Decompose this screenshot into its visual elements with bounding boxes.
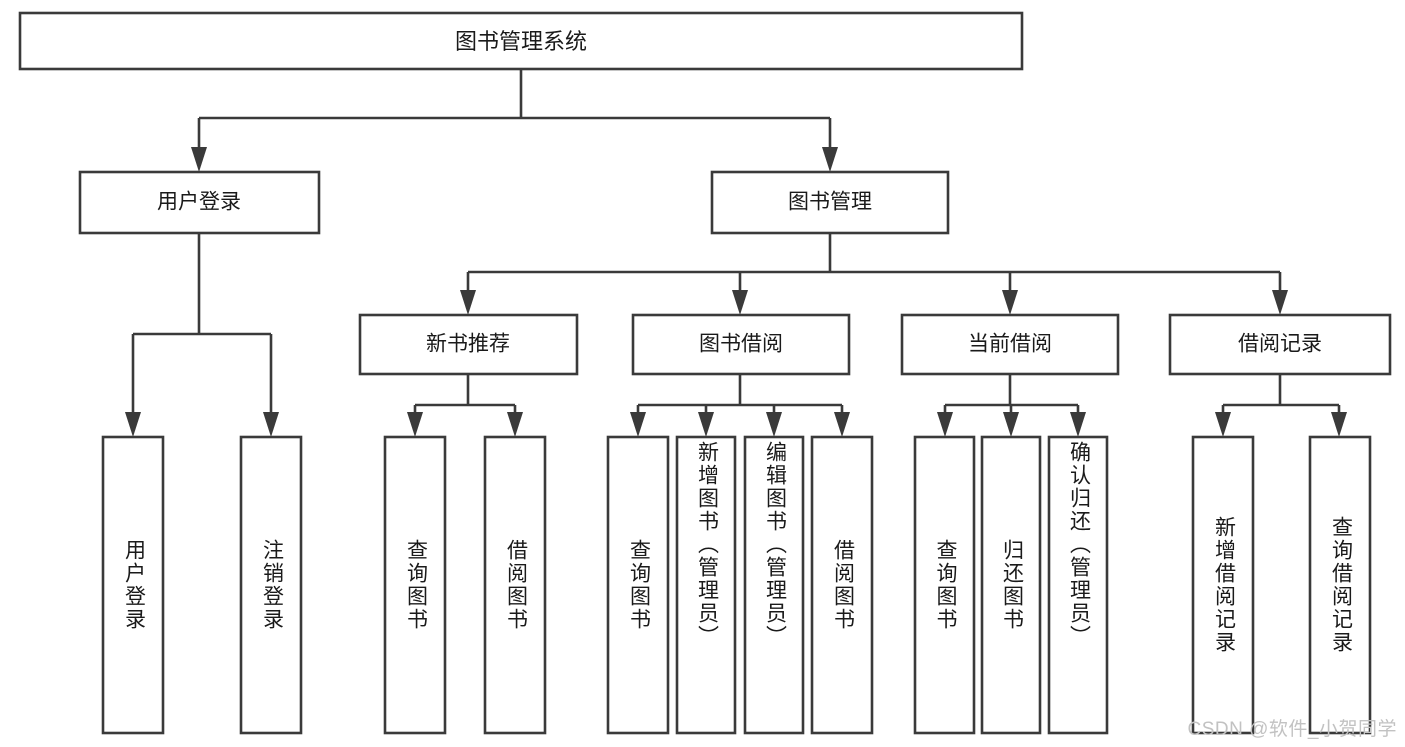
arrow-head-leaf-edit-book <box>766 412 782 437</box>
node-leaf-query-book-1-box[interactable] <box>383 435 447 735</box>
node-new-book-recommend-box[interactable] <box>358 313 579 376</box>
node-book-management-label: 图书管理 <box>788 191 872 214</box>
connector-group-borrow-record <box>1215 374 1347 437</box>
node-root-label: 图书管理系统 <box>455 29 587 54</box>
arrow-head-leaf-user-logout <box>263 412 279 437</box>
arrow-head-leaf-return-book <box>1003 412 1019 437</box>
connector-group-book-borrow <box>630 374 850 437</box>
node-borrow-record-box[interactable] <box>1168 313 1392 376</box>
arrow-head-new-book-recommend <box>460 290 476 315</box>
node-book-borrow[interactable]: 图书借阅 <box>631 313 851 376</box>
node-current-borrow-box[interactable] <box>900 313 1120 376</box>
node-current-borrow-label: 当前借阅 <box>968 333 1052 356</box>
node-leaf-confirm-return-box[interactable] <box>1047 435 1109 735</box>
connector-group-current-borrow <box>937 374 1086 437</box>
node-book-management[interactable]: 图书管理 <box>710 170 950 235</box>
node-leaf-user-logout-box[interactable] <box>239 435 303 735</box>
node-leaf-query-book-3-box[interactable] <box>913 435 976 735</box>
node-leaf-add-record-box[interactable] <box>1191 435 1255 735</box>
watermark-text: CSDN @软件_小贺同学 <box>1187 719 1397 740</box>
node-borrow-record-label: 借阅记录 <box>1238 333 1322 356</box>
node-leaf-return-book-box[interactable] <box>980 435 1042 735</box>
node-leaf-edit-book-box[interactable] <box>743 435 805 735</box>
arrow-head-leaf-query-book-2 <box>630 412 646 437</box>
arrow-head-borrow-record <box>1272 290 1288 315</box>
arrow-head-leaf-user-login <box>125 412 141 437</box>
arrow-head-leaf-query-book-1 <box>407 412 423 437</box>
connector-group-new-book-recommend <box>407 374 523 437</box>
node-root[interactable]: 图书管理系统 <box>18 11 1024 71</box>
arrow-head-book-borrow <box>732 290 748 315</box>
node-borrow-record[interactable]: 借阅记录 <box>1168 313 1392 376</box>
node-root-box[interactable] <box>18 11 1024 71</box>
connector-group-root <box>191 69 838 172</box>
node-leaf-query-book-2-box[interactable] <box>606 435 670 735</box>
node-leaf-borrow-book-1-box[interactable] <box>483 435 547 735</box>
arrow-head-leaf-add-record <box>1215 412 1231 437</box>
node-leaf-borrow-book-2-box[interactable] <box>810 435 874 735</box>
node-user-login[interactable]: 用户登录 <box>78 170 321 235</box>
arrow-head-current-borrow <box>1002 290 1018 315</box>
connector-group-user-login <box>125 233 279 437</box>
node-current-borrow[interactable]: 当前借阅 <box>900 313 1120 376</box>
arrow-head-book-management <box>822 147 838 172</box>
node-user-login-box[interactable] <box>78 170 321 235</box>
node-new-book-recommend[interactable]: 新书推荐 <box>358 313 579 376</box>
node-new-book-recommend-label: 新书推荐 <box>426 333 510 356</box>
arrow-head-leaf-borrow-book-2 <box>834 412 850 437</box>
arrow-head-leaf-query-record <box>1331 412 1347 437</box>
arrow-head-leaf-add-book <box>698 412 714 437</box>
arrow-head-leaf-query-book-3 <box>937 412 953 437</box>
node-user-login-label: 用户登录 <box>157 191 241 214</box>
arrow-head-leaf-confirm-return <box>1070 412 1086 437</box>
connector-group-book-management <box>460 233 1288 315</box>
node-leaf-add-book-box[interactable] <box>675 435 737 735</box>
node-leaf-query-record-box[interactable] <box>1308 435 1372 735</box>
node-book-management-box[interactable] <box>710 170 950 235</box>
node-leaf-user-login-box[interactable] <box>101 435 165 735</box>
arrow-head-user-login <box>191 147 207 172</box>
node-book-borrow-box[interactable] <box>631 313 851 376</box>
arrow-head-leaf-borrow-book-1 <box>507 412 523 437</box>
node-book-borrow-label: 图书借阅 <box>699 333 783 356</box>
